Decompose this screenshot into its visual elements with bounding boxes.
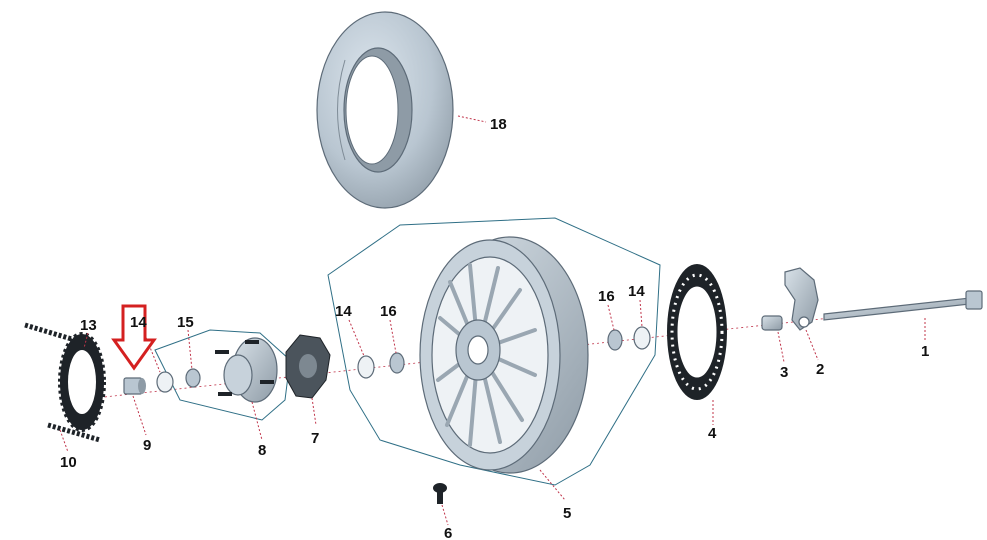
down-arrow-icon — [111, 304, 157, 371]
leader-lines — [59, 115, 926, 526]
callout-14-left: 14 — [130, 314, 147, 331]
callout-10: 10 — [60, 454, 77, 471]
callout-5: 5 — [563, 505, 571, 522]
seal-middle — [357, 355, 375, 379]
callout-3: 3 — [780, 364, 788, 381]
callout-14-right: 14 — [628, 283, 645, 300]
callout-16-right: 16 — [598, 288, 615, 305]
caliper-bracket — [784, 267, 819, 331]
callout-6: 6 — [444, 525, 452, 540]
callout-13: 13 — [80, 317, 97, 334]
callout-15: 15 — [177, 314, 194, 331]
sprocket-hub — [215, 337, 278, 403]
cush-drive-damper — [285, 334, 331, 399]
callout-8: 8 — [258, 442, 266, 459]
sprocket — [58, 332, 106, 432]
callout-18: 18 — [490, 116, 507, 133]
bearing-middle — [389, 352, 405, 374]
axle — [823, 290, 983, 321]
callout-1: 1 — [921, 343, 929, 360]
callout-14-middle: 14 — [335, 303, 352, 320]
callout-9: 9 — [143, 437, 151, 454]
rear-wheel-rim — [419, 236, 589, 474]
bearing-right — [607, 329, 623, 351]
bearing-left — [185, 368, 201, 388]
chain — [24, 322, 101, 443]
seal-left — [156, 371, 174, 393]
brake-disc — [667, 264, 727, 400]
spacer — [761, 315, 783, 331]
tire — [316, 11, 454, 209]
callout-16-middle: 16 — [380, 303, 397, 320]
wheel-group-outline — [327, 217, 661, 486]
bolt — [433, 483, 447, 504]
callout-7: 7 — [311, 430, 319, 447]
callout-4: 4 — [708, 425, 717, 442]
callout-2: 2 — [816, 361, 824, 378]
collar — [123, 377, 146, 395]
seal-right — [633, 326, 651, 350]
